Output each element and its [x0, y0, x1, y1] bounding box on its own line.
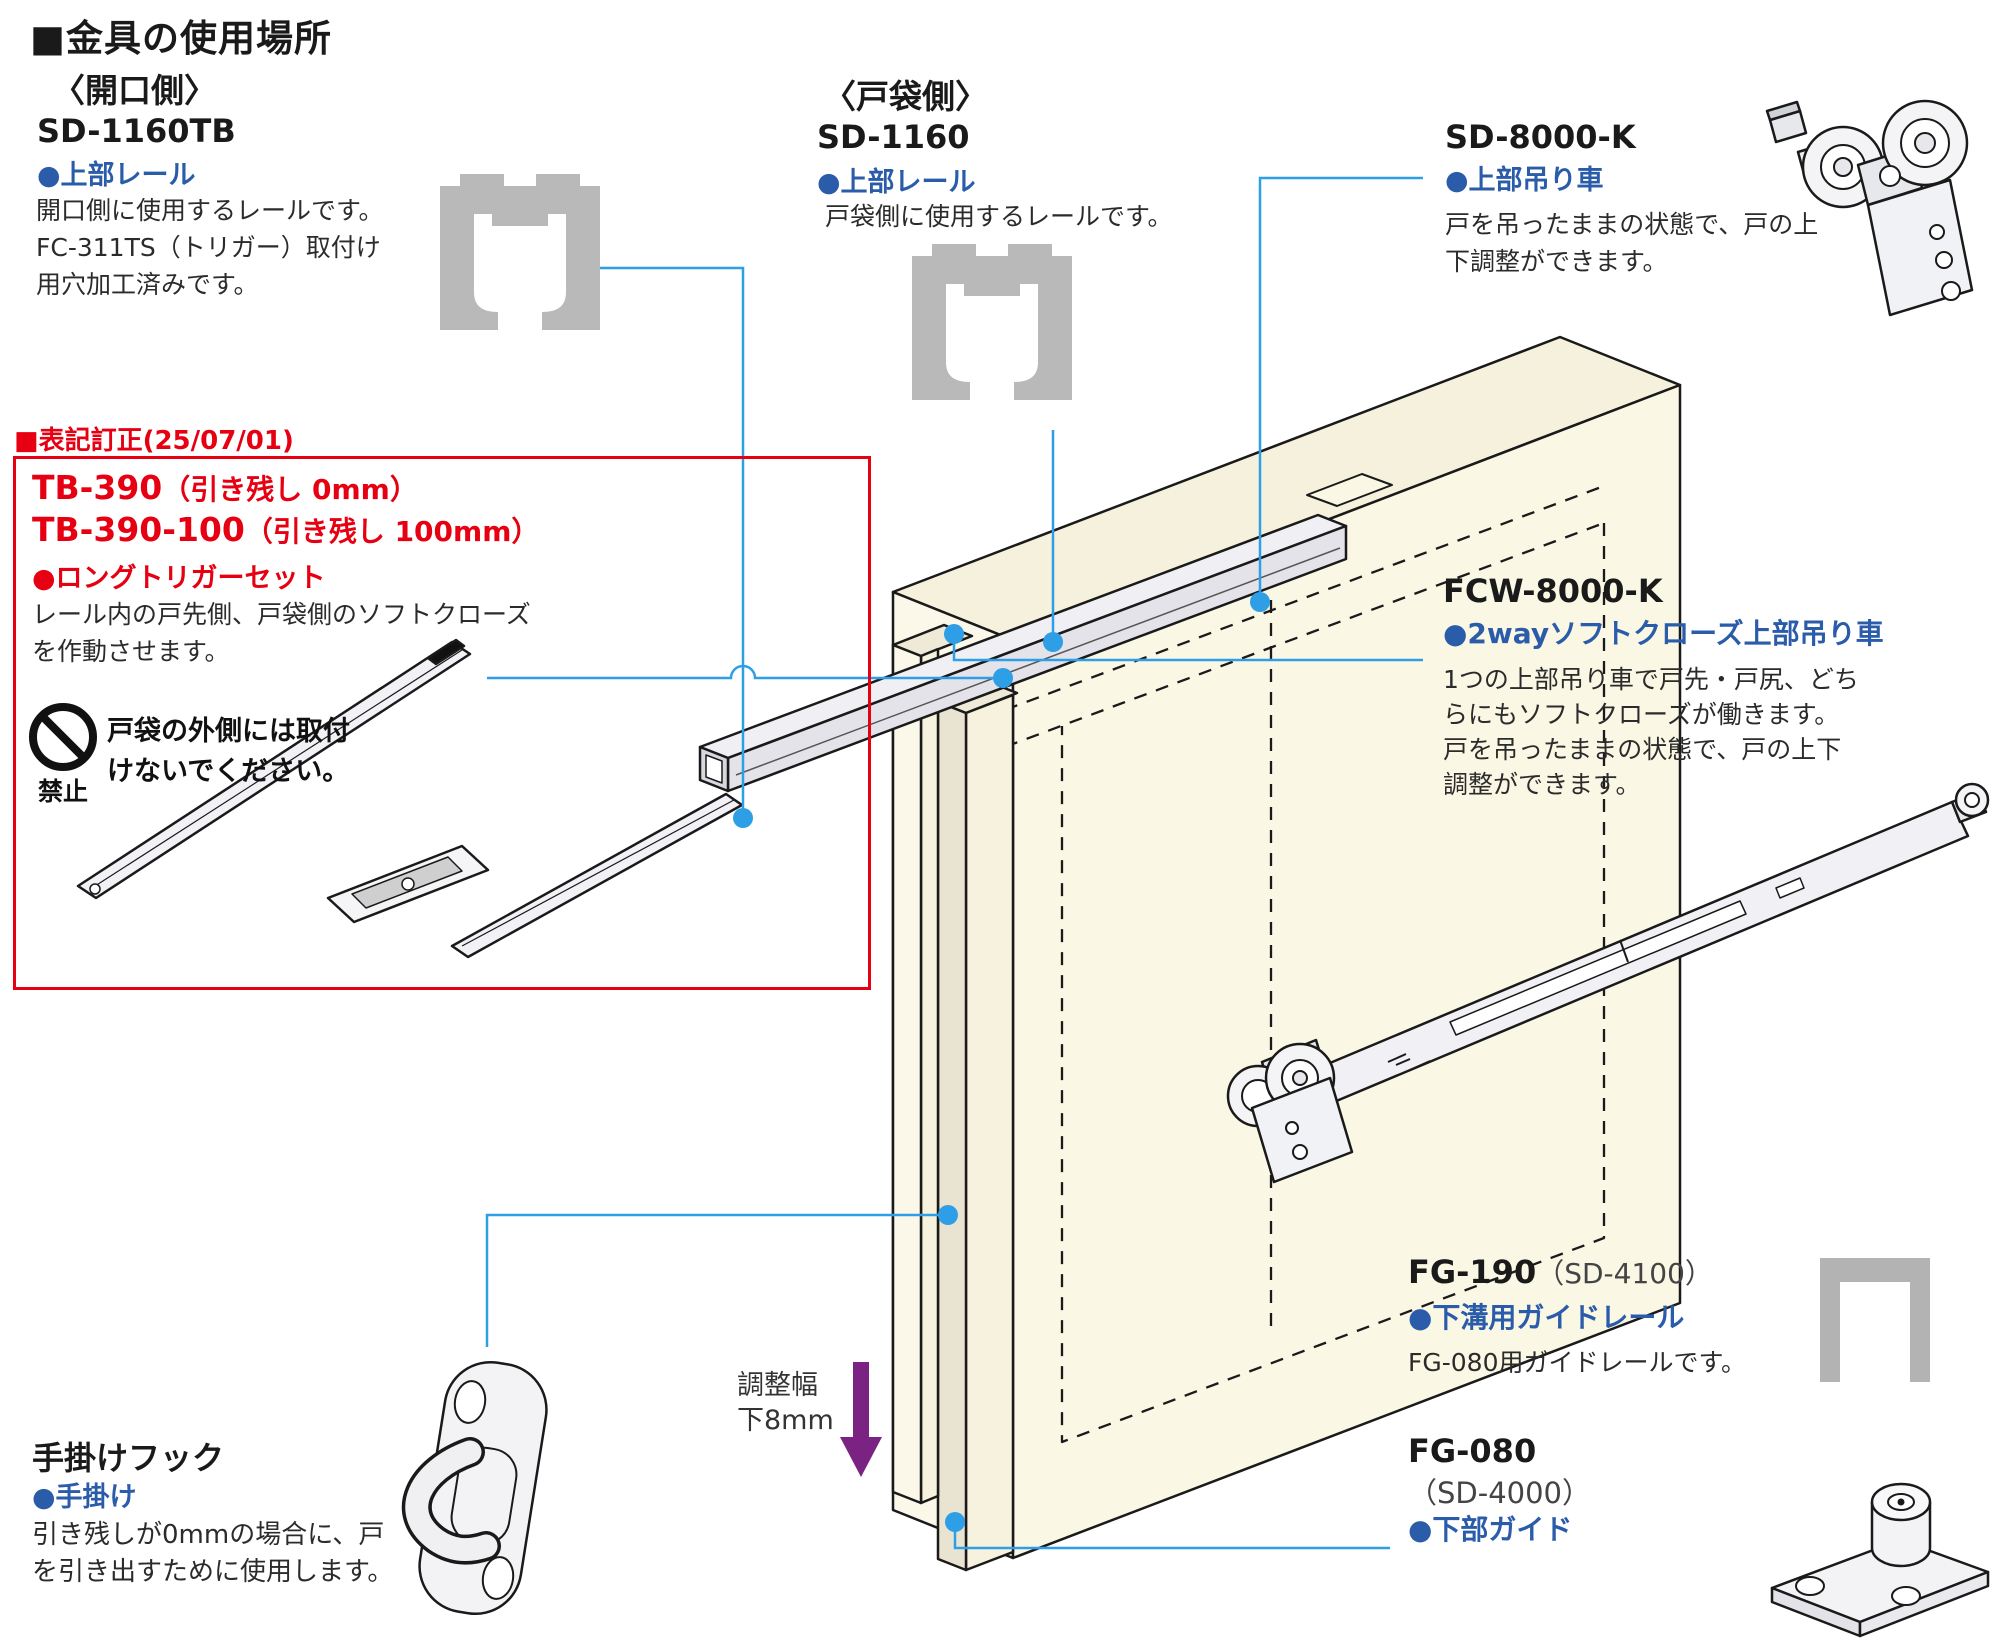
floor-guide-illustration — [1770, 1482, 1990, 1638]
fg190-model: FG-190 — [1408, 1253, 1537, 1291]
fg080-model-sub: （SD-4000） — [1408, 1476, 1592, 1510]
fcw8000k-model: FCW-8000-K — [1443, 572, 1663, 610]
callout-sd8000k — [1258, 176, 1423, 602]
hidden-door-dashed-outline — [961, 484, 1606, 1444]
tobukuro-description: 戸袋側に使用するレールです。 — [825, 202, 1173, 231]
callout-trigger-to-rail — [487, 664, 1003, 680]
door-edge-strip — [936, 700, 968, 1572]
tb390-suffix: （引き残し 0mm） — [162, 473, 418, 506]
kaiko-category: ●上部レール — [37, 160, 196, 191]
fg190-model-line: FG-190（SD-4100） — [1408, 1252, 1713, 1292]
top-rail-bar — [698, 513, 1348, 793]
tb390-line: TB-390（引き残し 0mm） — [32, 468, 418, 508]
sd8000k-description: 戸を吊ったままの状態で、戸の上 下調整ができます。 — [1445, 210, 1819, 276]
trigger-description: レール内の戸先側、戸袋側のソフトクローズ を作動させます。 — [32, 600, 531, 666]
rail-cross-section-icon — [440, 174, 600, 330]
tb390-100-suffix: （引き残し 100mm） — [244, 515, 540, 548]
tb390-100-model: TB-390-100 — [32, 510, 245, 549]
callout-dots — [733, 592, 1270, 1532]
callout-dot — [733, 808, 753, 828]
correction-box — [13, 456, 871, 990]
tekake-description: 引き残しが0mmの場合に、戸 を引き出すために使用します。 — [32, 1520, 394, 1587]
door-front-sliver — [964, 693, 1015, 1572]
tekake-model: 手掛けフック — [32, 1439, 225, 1477]
callout-tekake — [485, 1213, 948, 1347]
softclose-arm-illustration — [1226, 782, 1990, 1184]
callout-kaiko-rail-to-trigger — [600, 266, 745, 818]
tb390-100-line: TB-390-100（引き残し 100mm） — [32, 510, 539, 550]
callout-dot — [1043, 632, 1063, 652]
guide-rail-cross-section-icon — [1820, 1258, 1930, 1382]
fg190-category: ●下溝用ガイドレール — [1408, 1301, 1685, 1334]
prohibition-icon — [29, 703, 97, 771]
callout-dot — [945, 1512, 965, 1532]
down-arrow-icon — [840, 1362, 882, 1477]
prohibition-text: 戸袋の外側には取付 けないでください。 — [107, 716, 350, 787]
callout-dot — [938, 1205, 958, 1225]
correction-note: ■表記訂正(25/07/01) — [14, 426, 294, 456]
sd8000k-model: SD-8000-K — [1445, 118, 1636, 156]
tobukuro-model: SD-1160 — [817, 118, 970, 156]
hand-hook-illustration — [401, 1360, 548, 1616]
fg190-model-sub: （SD-4100） — [1536, 1257, 1713, 1290]
top-face-notch — [1306, 473, 1393, 507]
tb390-model: TB-390 — [32, 468, 163, 507]
fg190-description: FG-080用ガイドレールです。 — [1408, 1348, 1746, 1377]
tobukuro-side-label: 〈戸袋側〉 — [823, 77, 988, 116]
fg080-model: FG-080 — [1408, 1432, 1537, 1470]
front-panel-front-sliver — [919, 647, 940, 1505]
kaiko-description: 開口側に使用するレールです。 FC-311TS（トリガー）取付け 用穴加工済みで… — [36, 196, 384, 299]
prohibition-label: 禁止 — [38, 777, 89, 806]
kaiko-model: SD-1160TB — [37, 112, 236, 150]
callout-dot — [1250, 592, 1270, 612]
callout-dot — [944, 624, 964, 644]
trigger-category: ●ロングトリガーセット — [32, 563, 326, 594]
page-title: ■金具の使用場所 — [30, 17, 332, 60]
callout-dot — [993, 668, 1013, 688]
fcw8000k-category: ●2wayソフトクローズ上部吊り車 — [1443, 617, 1884, 650]
sd8000k-category: ●上部吊り車 — [1445, 165, 1604, 196]
top-roller-illustration — [1765, 99, 1974, 317]
tekake-category: ●手掛け — [32, 1482, 137, 1513]
rail-cross-section-icon — [912, 244, 1072, 400]
tobukuro-category: ●上部レール — [817, 167, 976, 198]
kaiko-side-label: 〈開口側〉 — [52, 71, 217, 110]
front-panel-edge-strip — [891, 643, 923, 1505]
pocket-door-isometric — [698, 335, 1682, 1572]
fg080-category: ●下部ガイド — [1408, 1513, 1573, 1546]
trigger-plate-illustration — [326, 844, 490, 924]
adjustment-label: 調整幅 下8mm — [737, 1370, 834, 1436]
fcw8000k-description: 1つの上部吊り車で戸先・戸尻、どち らにもソフトクローズが働きます。 戸を吊った… — [1443, 665, 1859, 799]
